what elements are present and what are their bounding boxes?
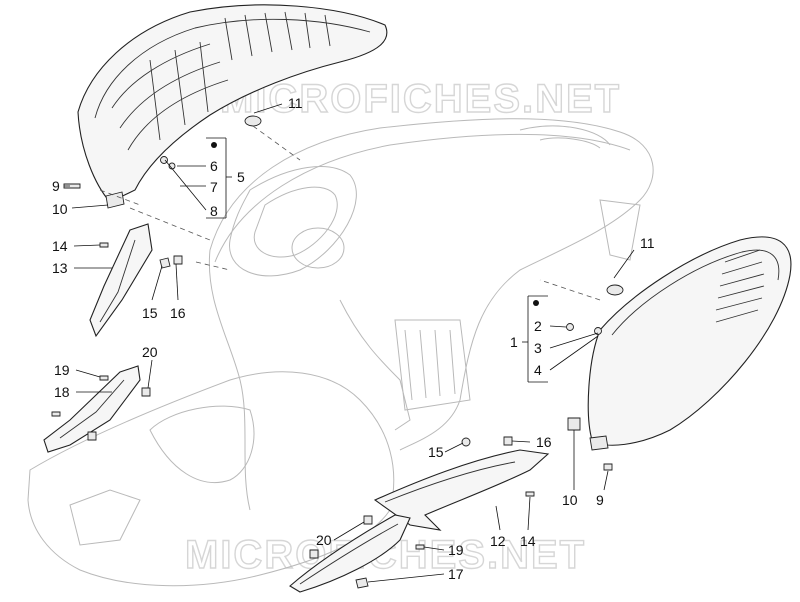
left-small-cover-part-18 <box>43 365 141 453</box>
bracket-group-5 <box>206 137 232 219</box>
grommet-part-11-right <box>606 284 624 296</box>
callout-5: 5 <box>237 169 245 185</box>
callout-19: 19 <box>54 362 70 378</box>
callout-19-right: 19 <box>448 542 464 558</box>
callout-15: 15 <box>142 305 158 321</box>
callout-10: 10 <box>52 201 68 217</box>
callout-18: 18 <box>54 384 70 400</box>
callout-11: 11 <box>288 95 303 111</box>
callout-2: 2 <box>534 318 542 334</box>
callout-3: 3 <box>534 340 542 356</box>
callout-20: 20 <box>142 344 158 360</box>
callout-20-right: 20 <box>316 532 332 548</box>
callout-9: 9 <box>52 178 60 194</box>
scooter-body-outline <box>27 118 654 587</box>
callout-6: 6 <box>210 158 218 174</box>
callout-13: 13 <box>52 260 68 276</box>
callout-8: 8 <box>210 203 218 219</box>
grommet-part-11-left <box>244 115 262 127</box>
callout-17: 17 <box>448 566 464 582</box>
callout-4: 4 <box>534 362 542 378</box>
bracket-group-1 <box>527 295 548 383</box>
callout-14-right: 14 <box>520 533 536 549</box>
callout-1: 1 <box>510 334 518 350</box>
callout-12: 12 <box>490 533 506 549</box>
callout-16: 16 <box>170 305 186 321</box>
leader-lines <box>64 103 635 583</box>
callout-16-right: 16 <box>536 434 552 450</box>
right-cover-part-12 <box>373 449 550 531</box>
right-small-cover-part-17 <box>289 514 411 593</box>
callout-15-right: 15 <box>428 444 444 460</box>
right-side-cowl-part-1 <box>587 236 792 451</box>
callout-10-right: 10 <box>562 492 578 508</box>
watermark-top: MICROFICHES.NET <box>220 77 621 121</box>
left-side-cowl-part-5 <box>77 4 388 209</box>
callout-9-right: 9 <box>596 492 604 508</box>
callout-14: 14 <box>52 238 68 254</box>
assembly-dashed-lines <box>99 125 601 301</box>
callout-7: 7 <box>210 179 218 195</box>
small-hardware <box>51 156 613 589</box>
callout-11-right: 11 <box>640 235 655 251</box>
left-cover-part-13 <box>89 223 153 338</box>
